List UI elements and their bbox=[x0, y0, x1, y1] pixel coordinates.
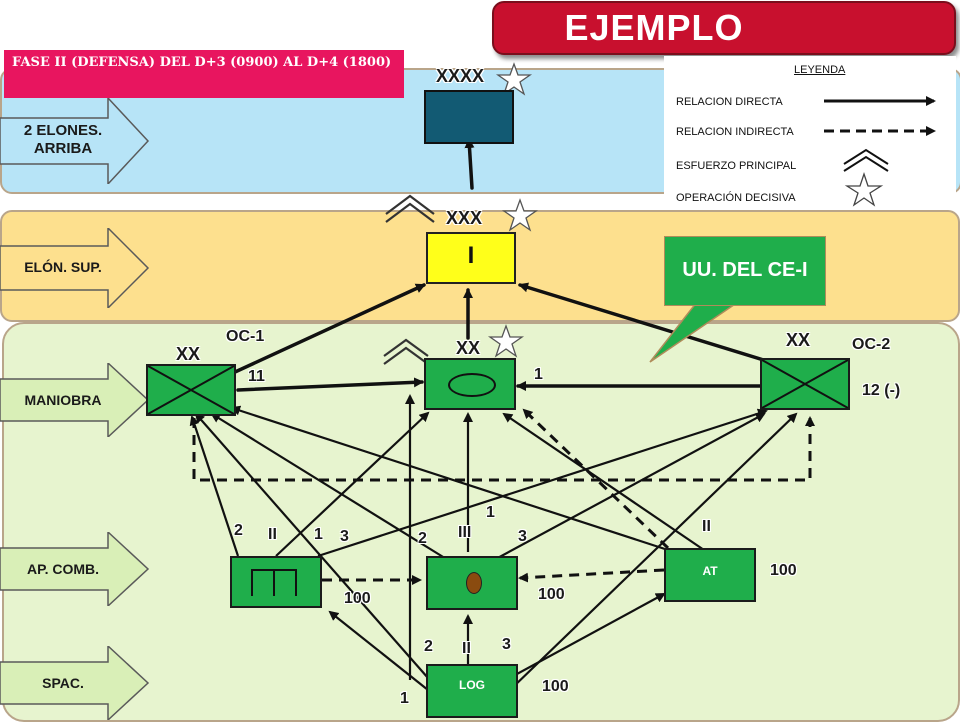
phase-text: FASE II (DEFENSA) DEL D+3 (0900) AL D+4 … bbox=[12, 55, 392, 70]
unit-log: LOG bbox=[426, 664, 518, 718]
unit-at-label: AT bbox=[702, 564, 718, 578]
callout-text: UU. DEL CE-I bbox=[682, 259, 808, 281]
level-two-up: 2 ELONES. ARRIBA bbox=[0, 98, 150, 184]
level-arrow-shape bbox=[0, 228, 150, 308]
unit-center-number: 1 bbox=[534, 366, 543, 383]
level-two-up-label: 2 ELONES. ARRIBA bbox=[23, 122, 103, 157]
level-arrow-shape bbox=[0, 532, 150, 606]
unit-mid-number: 100 bbox=[538, 586, 565, 603]
unit-left-echelon: XX bbox=[176, 344, 201, 364]
legend-item-decisive: OPERACIÓN DECISIVA bbox=[676, 192, 796, 204]
number-log-2: 2 bbox=[424, 638, 433, 655]
number-log-1: 1 bbox=[400, 690, 409, 707]
level-maneuver: MANIOBRA bbox=[0, 363, 150, 437]
artillery-icon bbox=[251, 569, 297, 596]
level-superior: ELÓN. SUP. bbox=[0, 228, 150, 308]
unit-right-division bbox=[760, 358, 850, 410]
unit-army-echelon: XXXX bbox=[436, 66, 485, 86]
dot-icon bbox=[466, 572, 482, 594]
unit-left-division bbox=[146, 364, 236, 416]
unit-right-number: 12 (-) bbox=[862, 382, 901, 399]
unit-mid-echelon: III bbox=[458, 524, 472, 541]
unit-art-echelon: II bbox=[268, 526, 277, 543]
legend-item-main-effort: ESFUERZO PRINCIPAL bbox=[676, 160, 797, 172]
callout-box: UU. DEL CE-I bbox=[664, 236, 826, 306]
level-arrow-shape bbox=[0, 646, 150, 720]
unit-right-echelon: XX bbox=[786, 330, 811, 350]
phase-label: FASE II (DEFENSA) DEL D+3 (0900) AL D+4 … bbox=[4, 50, 404, 98]
level-maneuver-label: MANIOBRA bbox=[24, 392, 102, 408]
unit-center-division bbox=[424, 358, 516, 410]
number-mid-3: 3 bbox=[518, 528, 527, 545]
number-art-1: 1 bbox=[314, 526, 323, 543]
unit-mid-regiment bbox=[426, 556, 518, 610]
level-spac-label: SPAC. bbox=[42, 675, 84, 691]
unit-right-tag: OC-2 bbox=[852, 336, 891, 353]
unit-at-number: 100 bbox=[770, 562, 797, 579]
level-arrow-shape bbox=[0, 363, 150, 437]
level-ap-comb-label: AP. COMB. bbox=[26, 561, 100, 577]
unit-log-label: LOG bbox=[459, 678, 485, 692]
unit-left-tag: OC-1 bbox=[226, 328, 265, 345]
legend-item-indirect: RELACION INDIRECTA bbox=[676, 126, 794, 138]
title-banner: EJEMPLO bbox=[492, 1, 956, 55]
infantry-cross-icon bbox=[762, 360, 848, 408]
number-mid-2: 2 bbox=[418, 530, 427, 547]
number-mid-1: 1 bbox=[486, 504, 495, 521]
number-art-3: 3 bbox=[340, 528, 349, 545]
legend: LEYENDA RELACION DIRECTA RELACION INDIRE… bbox=[664, 56, 956, 210]
number-art-2: 2 bbox=[234, 522, 243, 539]
title-text: EJEMPLO bbox=[564, 7, 744, 48]
unit-log-echelon: II bbox=[462, 640, 471, 657]
level-arrow-shape bbox=[0, 98, 150, 184]
number-log-3: 3 bbox=[502, 636, 511, 653]
unit-center-echelon: XX bbox=[456, 338, 481, 358]
infantry-cross-icon bbox=[148, 366, 234, 414]
unit-corps-box: I bbox=[426, 232, 516, 284]
level-spac: SPAC. bbox=[0, 646, 150, 720]
unit-at: AT bbox=[664, 548, 756, 602]
unit-left-number: 11 bbox=[248, 368, 265, 385]
unit-art-number: 100 bbox=[344, 590, 371, 607]
unit-army-box bbox=[424, 90, 514, 144]
level-ap-comb: AP. COMB. bbox=[0, 532, 150, 606]
legend-title: LEYENDA bbox=[794, 64, 846, 76]
unit-log-number: 100 bbox=[542, 678, 569, 695]
armor-oval-icon bbox=[448, 373, 496, 397]
unit-corps-echelon: XXX bbox=[446, 208, 483, 228]
unit-at-echelon: II bbox=[702, 518, 711, 535]
unit-artillery bbox=[230, 556, 322, 608]
legend-item-direct: RELACION DIRECTA bbox=[676, 96, 783, 108]
unit-corps-id: I bbox=[467, 242, 475, 269]
level-superior-label: ELÓN. SUP. bbox=[24, 259, 102, 275]
